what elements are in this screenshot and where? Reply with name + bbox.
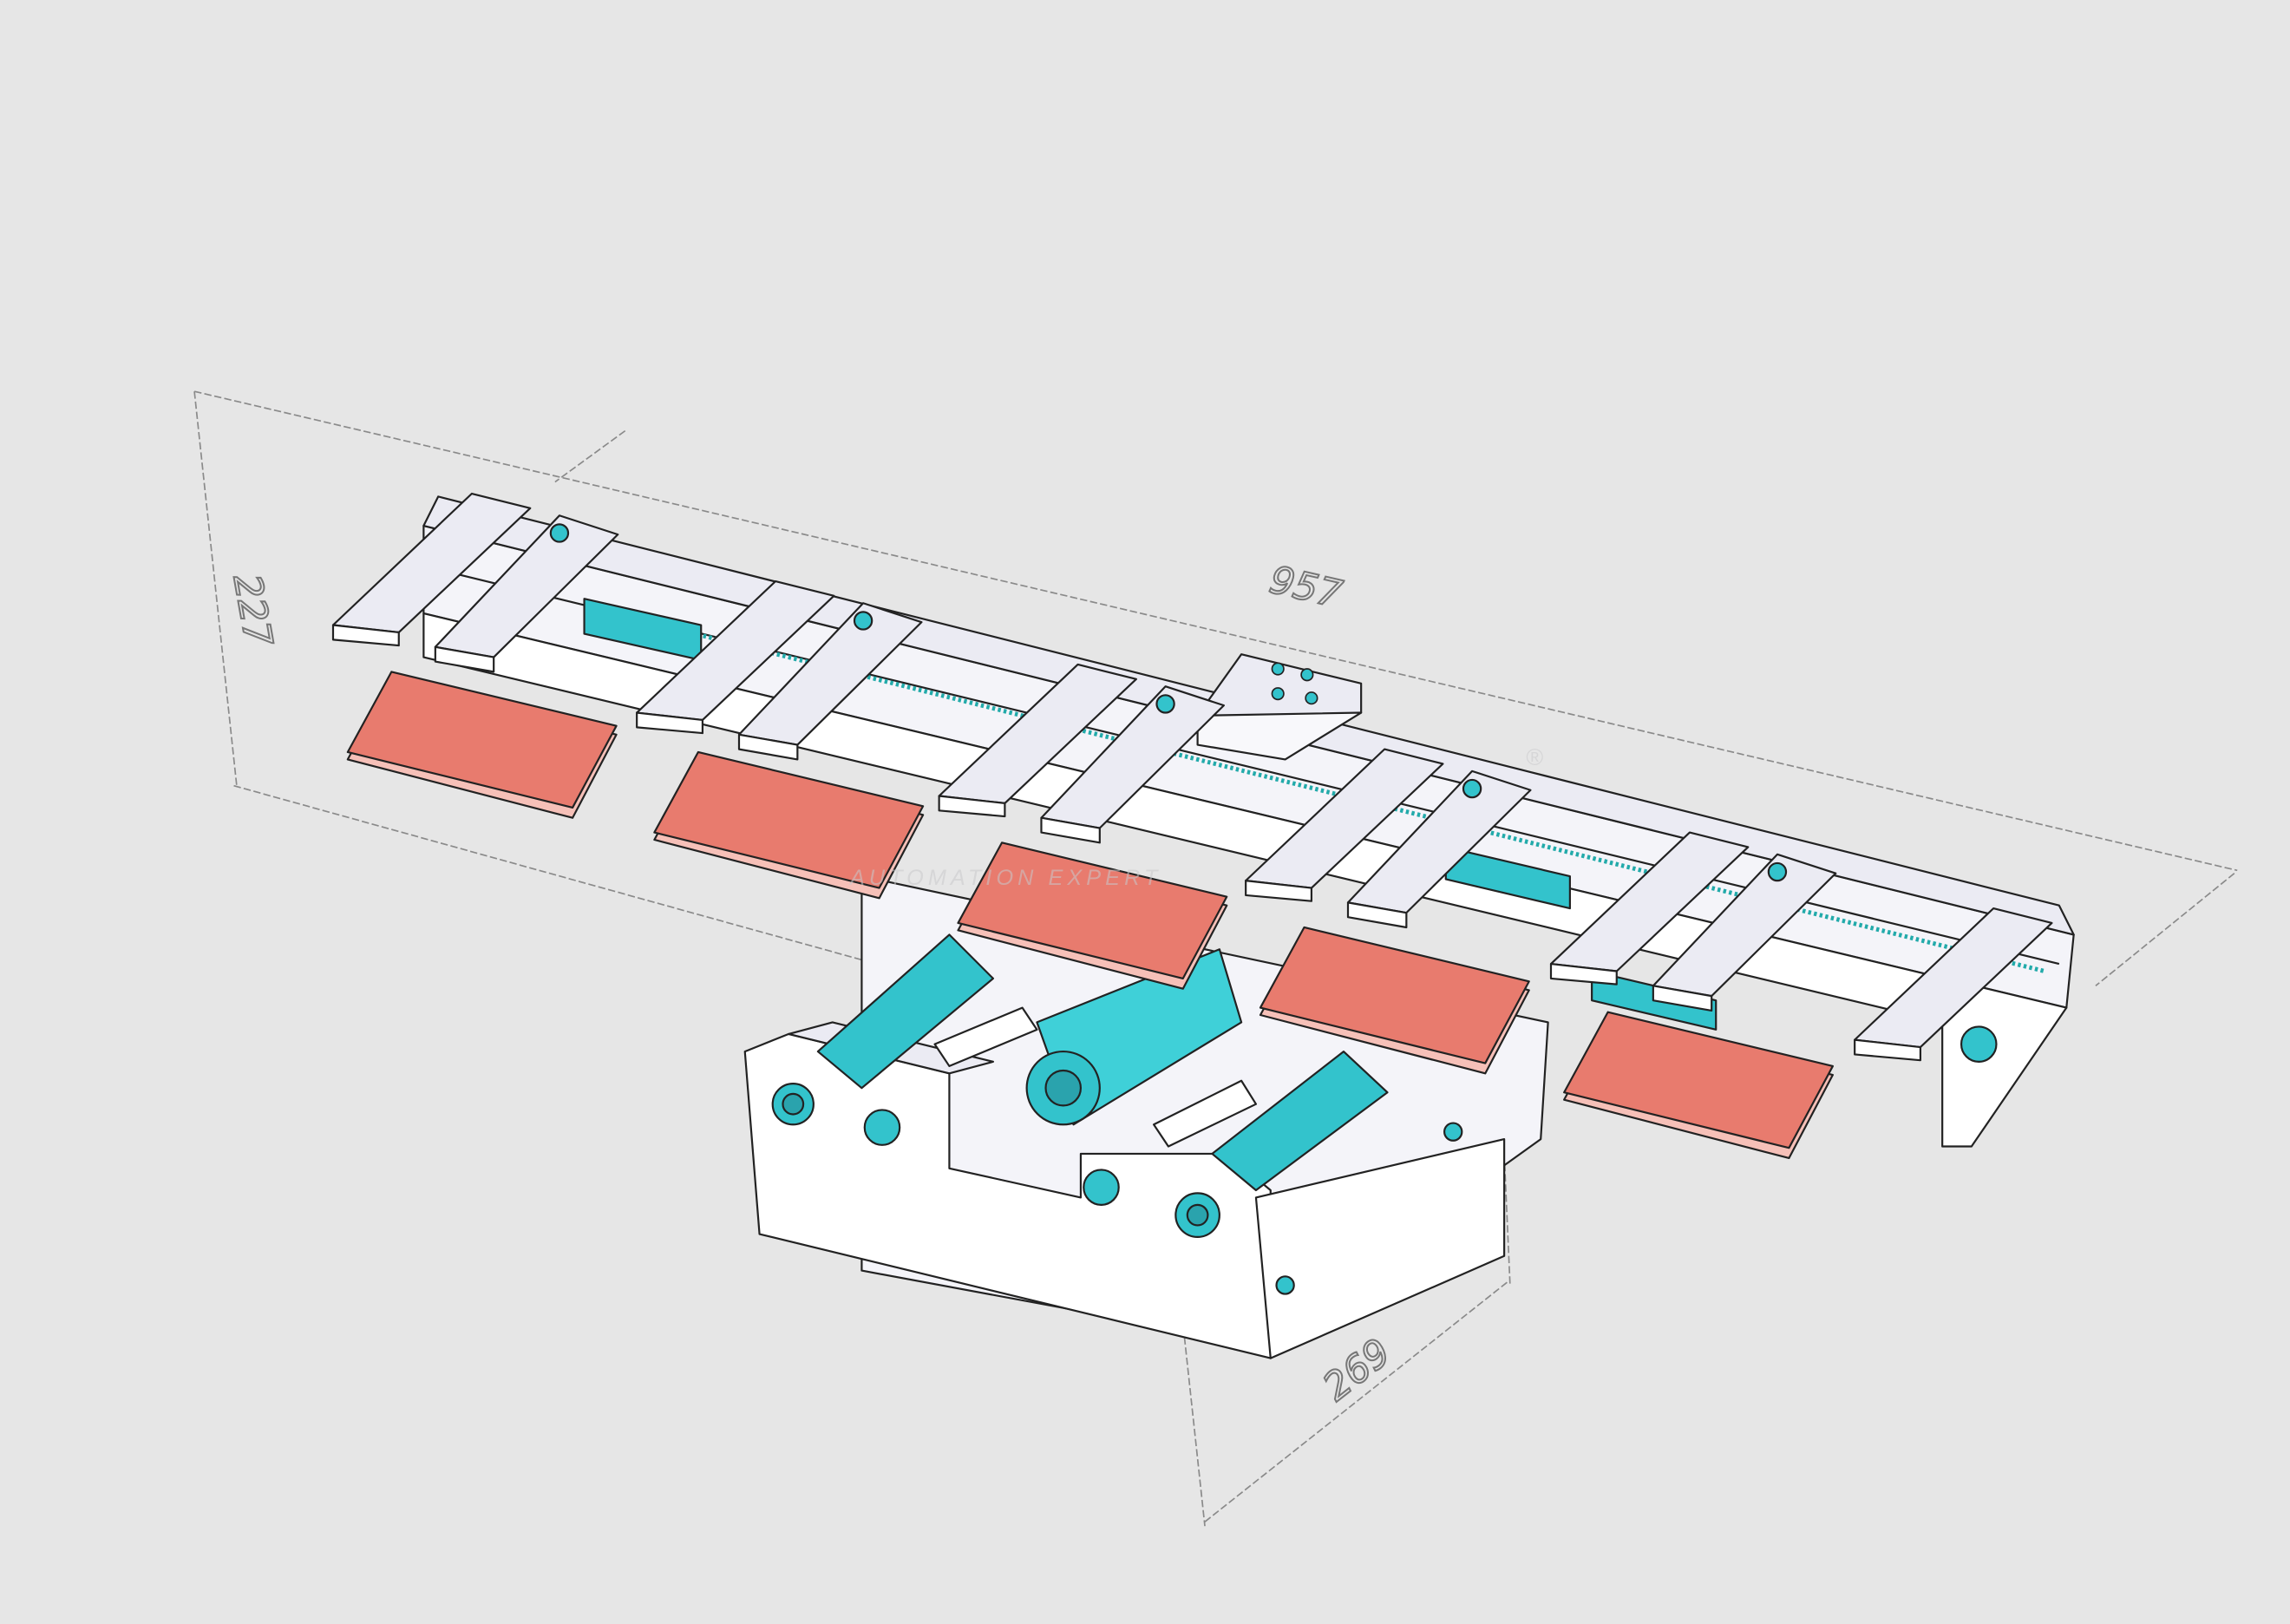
finger-pair-1 — [331, 492, 619, 673]
finger-pair-2 — [636, 580, 923, 761]
suction-pads — [346, 671, 1835, 1160]
finger-pair-4 — [1245, 748, 1532, 929]
center-mount-plate — [1196, 653, 1363, 761]
pad-3 — [957, 841, 1228, 990]
pad-5 — [1563, 1011, 1835, 1160]
watermark-registered-mark: ® — [1526, 744, 1543, 770]
dimension-label-957: 957 — [1266, 558, 1346, 618]
pad-4 — [1259, 926, 1530, 1075]
gripper-fingers — [331, 492, 2053, 1062]
dimension-label-227: 227 — [225, 571, 281, 650]
dimension-227 — [193, 391, 238, 786]
finger-pair-3 — [938, 663, 1226, 844]
watermark-tagline: AUTOMATION EXPERT — [848, 866, 1161, 890]
finger-single-end — [1854, 907, 2053, 1062]
pad-1 — [346, 671, 618, 819]
pad-2 — [653, 750, 925, 900]
finger-pair-5 — [1549, 831, 1837, 1012]
dimension-957 — [193, 390, 2238, 986]
dimension-label-269: 269 — [1315, 1330, 1399, 1410]
watermark: AUTOMATION EXPERT ® — [848, 744, 1543, 890]
pneumatic-cylinders — [816, 933, 1998, 1192]
